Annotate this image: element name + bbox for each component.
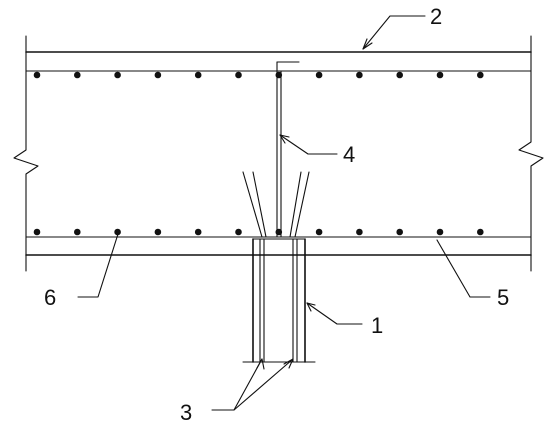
bottom-rebar-dot (275, 228, 283, 236)
callout-3: 3 (180, 400, 192, 425)
top-rebar-dot (315, 71, 323, 79)
top-rebar-dot (356, 71, 363, 79)
top-rebar-dot (194, 71, 202, 79)
support-wall (242, 238, 316, 363)
top-rebar-dot (154, 71, 162, 79)
flared-dowel-bars (242, 171, 310, 238)
top-rebar-dot (436, 71, 444, 79)
top-rebar-dot (396, 71, 404, 79)
bottom-rebar-dot (74, 228, 81, 236)
top-slab-surface (25, 51, 532, 72)
bottom-rebar-dot (356, 228, 363, 236)
wall-vertical-bars (259, 238, 298, 363)
slab-joint (276, 61, 300, 238)
top-rebar-dot (74, 71, 81, 79)
callout-6: 6 (44, 285, 56, 310)
top-rebar-dot (114, 71, 121, 79)
bottom-rebar-dot (477, 228, 484, 236)
top-rebar-dot (275, 71, 283, 79)
bottom-rebar-dot (396, 228, 404, 236)
bottom-rebar-dot (33, 228, 41, 236)
bottom-rebar-dot (315, 228, 323, 236)
bottom-rebar-dot (154, 228, 162, 236)
top-rebar-dot (33, 71, 41, 79)
callout-1: 1 (371, 313, 383, 338)
callout-4: 4 (343, 142, 355, 167)
top-rebar-dot (235, 71, 242, 79)
right-break-line (518, 35, 544, 272)
bottom-rebar-dot (114, 228, 121, 236)
bottom-slab-surface (25, 236, 532, 256)
left-break-line (13, 35, 39, 272)
bottom-rebar-dot (235, 228, 242, 236)
top-rebar-dot (477, 71, 484, 79)
leader-lines (77, 15, 491, 411)
top-reinforcement-row (33, 71, 484, 79)
callout-5: 5 (497, 285, 509, 310)
bottom-rebar-dot (194, 228, 202, 236)
bottom-rebar-dot (436, 228, 444, 236)
callout-2: 2 (430, 4, 442, 29)
bottom-reinforcement-row (33, 228, 484, 236)
